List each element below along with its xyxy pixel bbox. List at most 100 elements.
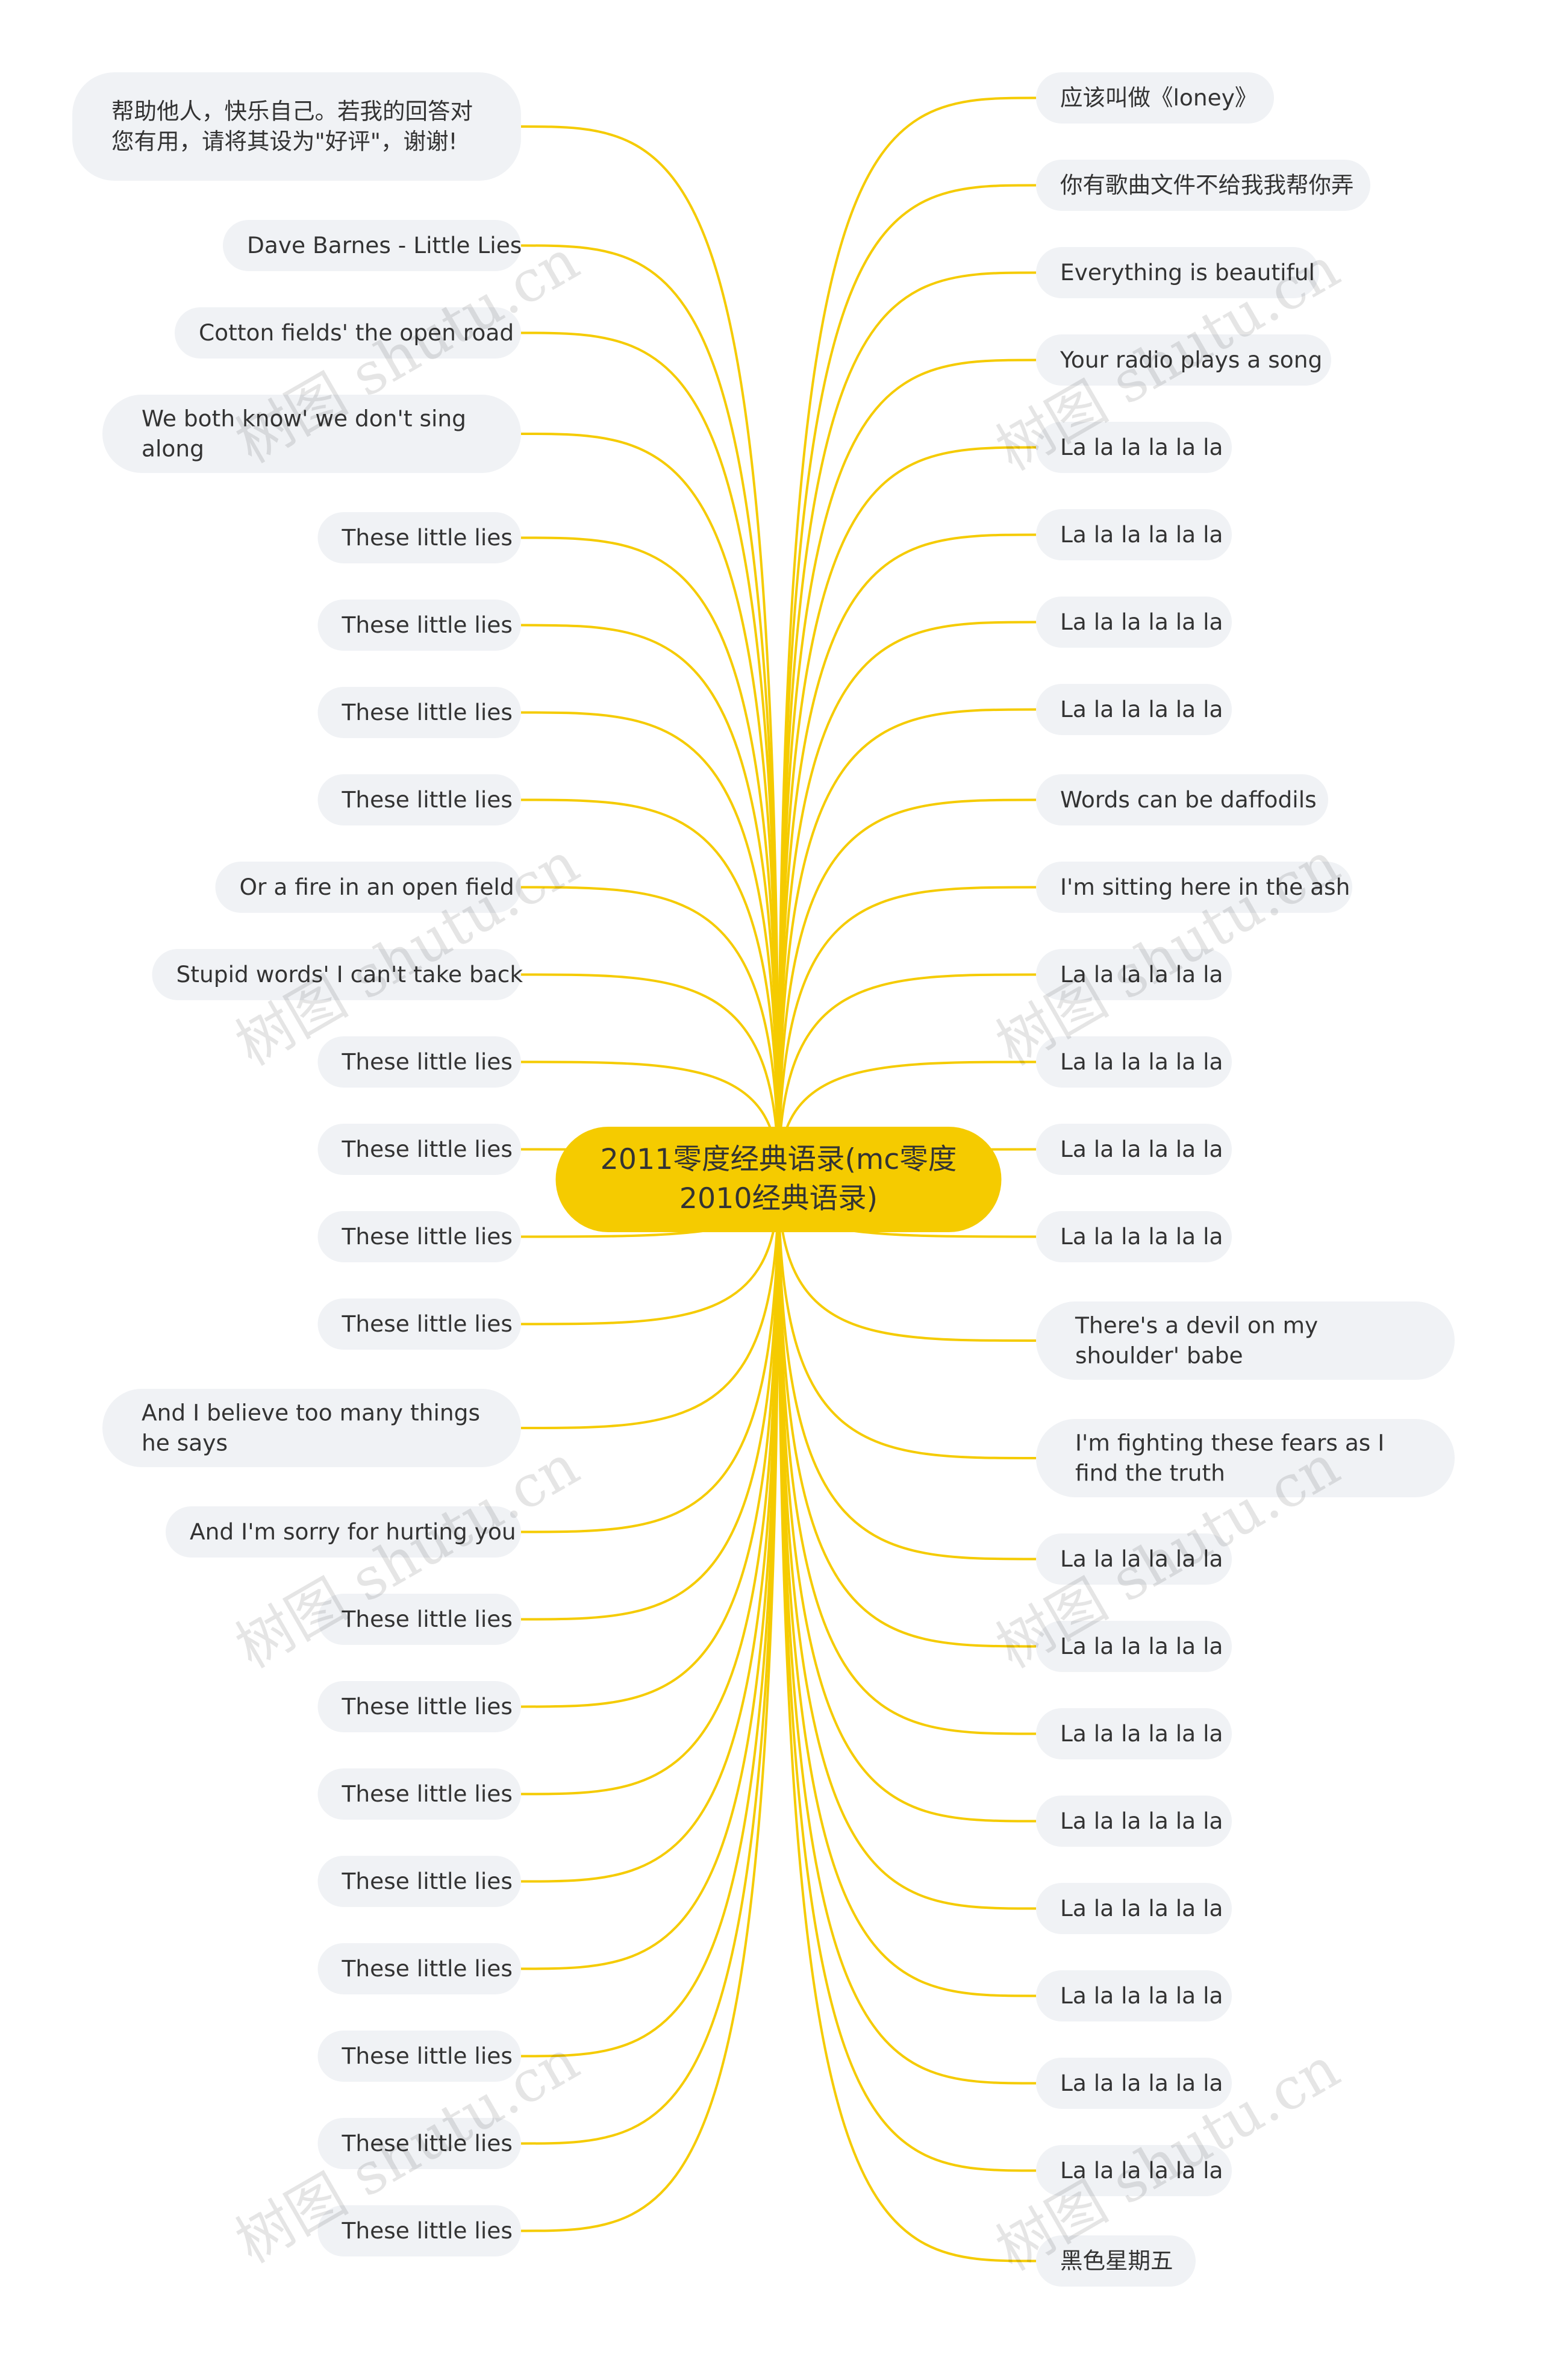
node-label: La la la la la la [1060, 1048, 1223, 1076]
right-node[interactable]: La la la la la la [1036, 509, 1232, 560]
left-node[interactable]: And I'm sorry for hurting you [166, 1506, 521, 1558]
connector-line [777, 1179, 1037, 2263]
node-label: La la la la la la [1060, 1223, 1223, 1250]
connector-line [777, 798, 1037, 1180]
right-node[interactable]: Words can be daffodils [1036, 774, 1328, 825]
connector-line [777, 1179, 1037, 2085]
right-node[interactable]: La la la la la la [1036, 1708, 1232, 1759]
right-node[interactable]: La la la la la la [1036, 949, 1232, 1000]
node-label: These little lies [342, 1693, 513, 1720]
right-node[interactable]: La la la la la la [1036, 1883, 1232, 1934]
connector-line [777, 1179, 1037, 1735]
right-node[interactable]: Everything is beautiful [1036, 247, 1319, 298]
connector-line [520, 711, 780, 1180]
node-label: La la la la la la [1060, 1633, 1223, 1660]
right-node[interactable]: I'm fighting these fears as I find the t… [1036, 1419, 1455, 1497]
node-label: La la la la la la [1060, 521, 1223, 548]
left-node[interactable]: These little lies [317, 600, 521, 651]
connector-line [520, 331, 780, 1180]
left-node[interactable]: These little lies [317, 1681, 521, 1732]
connector-line [777, 1179, 1037, 1561]
right-node[interactable]: La la la la la la [1036, 2145, 1232, 2196]
left-node[interactable]: These little lies [317, 1943, 521, 1994]
right-node[interactable]: 黑色星期五 [1036, 2235, 1196, 2287]
connector-line [520, 973, 780, 1180]
right-node[interactable]: La la la la la la [1036, 1796, 1232, 1847]
node-label: These little lies [342, 1311, 513, 1338]
node-label: Everything is beautiful [1060, 259, 1315, 286]
connector-line [520, 1179, 780, 1883]
left-node[interactable]: 帮助他人，快乐自己。若我的回答对您有用，请将其设为"好评"，谢谢! [72, 72, 521, 181]
root-title: 2011零度经典语录(mc零度2010经典语录) [600, 1143, 957, 1216]
node-label: 帮助他人，快乐自己。若我的回答对您有用，请将其设为"好评"，谢谢! [111, 98, 473, 155]
connector-line [520, 1179, 780, 1326]
right-node[interactable]: Your radio plays a song [1036, 334, 1331, 386]
right-node[interactable]: La la la la la la [1036, 1211, 1232, 1262]
left-node[interactable]: These little lies [317, 774, 521, 825]
left-node[interactable]: These little lies [317, 1856, 521, 1907]
node-label: These little lies [342, 2130, 513, 2157]
right-node[interactable]: La la la la la la [1036, 684, 1232, 735]
left-node[interactable]: These little lies [317, 1298, 521, 1350]
left-node[interactable]: These little lies [317, 1124, 521, 1175]
node-label: La la la la la la [1060, 1895, 1223, 1922]
node-label: La la la la la la [1060, 1720, 1223, 1747]
node-label: We both know' we don't sing along [142, 405, 466, 463]
node-label: These little lies [342, 786, 513, 813]
left-node[interactable]: Or a fire in an open field [215, 862, 521, 913]
connector-line [777, 359, 1037, 1180]
connector-line [777, 446, 1037, 1180]
left-node[interactable]: These little lies [317, 687, 521, 738]
connector-line [520, 244, 780, 1180]
right-node[interactable]: La la la la la la [1036, 1124, 1232, 1175]
connector-line [777, 271, 1037, 1180]
right-node[interactable]: There's a devil on my shoulder' babe [1036, 1301, 1455, 1380]
left-node[interactable]: These little lies [317, 1211, 521, 1262]
left-node[interactable]: Stupid words' I can't take back [152, 949, 523, 1000]
left-node[interactable]: These little lies [317, 1036, 521, 1088]
node-label: These little lies [342, 1606, 513, 1633]
right-node[interactable]: 应该叫做《loney》 [1036, 72, 1274, 124]
right-node[interactable]: La la la la la la [1036, 422, 1232, 473]
left-node[interactable]: And I believe too many things he says [102, 1389, 521, 1467]
left-node[interactable]: Cotton fields' the open road [175, 307, 521, 359]
connector-line [777, 1179, 1037, 1823]
connector-line [520, 1179, 780, 1621]
left-node[interactable]: Dave Barnes - Little Lies [223, 220, 522, 271]
right-node[interactable]: La la la la la la [1036, 597, 1232, 648]
node-label: La la la la la la [1060, 1808, 1223, 1835]
left-node[interactable]: These little lies [317, 512, 521, 563]
connector-line [777, 1179, 1037, 1910]
left-node[interactable]: We both know' we don't sing along [102, 395, 521, 473]
right-node[interactable]: 你有歌曲文件不给我我帮你弄 [1036, 160, 1370, 211]
node-label: These little lies [342, 524, 513, 551]
root-node[interactable]: 2011零度经典语录(mc零度2010经典语录) [555, 1127, 1002, 1232]
connector-line [777, 973, 1037, 1180]
left-node[interactable]: These little lies [317, 2118, 521, 2169]
right-node[interactable]: La la la la la la [1036, 1036, 1232, 1088]
node-label: And I'm sorry for hurting you [190, 1518, 516, 1545]
connector-line [777, 1179, 1037, 1997]
right-node[interactable]: La la la la la la [1036, 1970, 1232, 2021]
node-label: La la la la la la [1060, 2070, 1223, 2097]
connector-line [520, 1179, 780, 1533]
node-label: Dave Barnes - Little Lies [247, 232, 522, 259]
connector-line [520, 1179, 780, 1708]
node-label: And I believe too many things he says [142, 1399, 480, 1457]
connector-line [777, 621, 1037, 1180]
left-node[interactable]: These little lies [317, 2031, 521, 2082]
left-node[interactable]: These little lies [317, 2205, 521, 2256]
connector-line [520, 433, 780, 1180]
right-node[interactable]: La la la la la la [1036, 2058, 1232, 2109]
connector-line [777, 1179, 1037, 1342]
node-label: 黑色星期五 [1060, 2247, 1173, 2275]
left-node[interactable]: These little lies [317, 1594, 521, 1645]
node-label: These little lies [342, 1223, 513, 1250]
connector-line [520, 125, 780, 1180]
right-node[interactable]: La la la la la la [1036, 1533, 1232, 1585]
right-node[interactable]: La la la la la la [1036, 1621, 1232, 1672]
connector-line [520, 798, 780, 1180]
right-node[interactable]: I'm sitting here in the ash [1036, 862, 1352, 913]
left-node[interactable]: These little lies [317, 1768, 521, 1820]
connector-line [520, 536, 780, 1180]
